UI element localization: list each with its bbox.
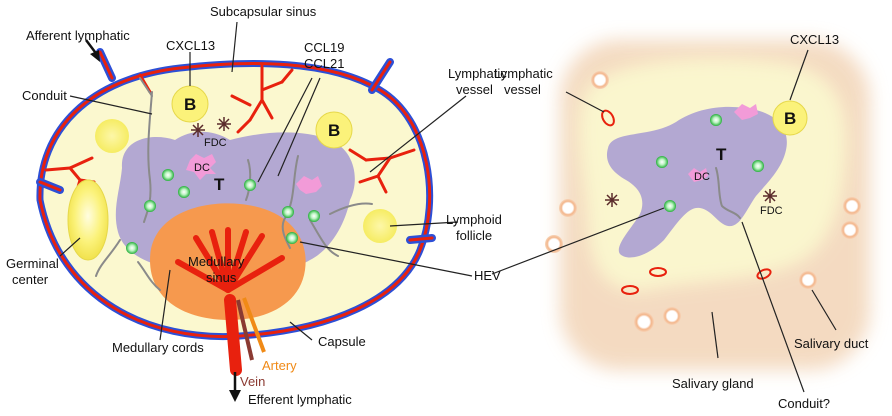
label-salivary-gland: Salivary gland bbox=[672, 376, 754, 391]
label-efferent-lymphatic: Efferent lymphatic bbox=[248, 392, 352, 407]
hev-cells-gland bbox=[656, 114, 764, 212]
efferent-vessels bbox=[224, 294, 266, 376]
efferent-arrow-icon bbox=[229, 372, 241, 402]
b-follicle-right bbox=[315, 111, 353, 149]
label-germinal-center-1: Germinal bbox=[6, 256, 59, 271]
t-zone-right bbox=[606, 106, 787, 258]
leader-lines-right bbox=[491, 49, 837, 393]
leader-lines-left bbox=[59, 21, 473, 341]
label-capsule: Capsule bbox=[318, 334, 366, 349]
label-germinal-center-2: center bbox=[12, 272, 49, 287]
label-ccl19: CCL19 bbox=[304, 40, 344, 55]
label-lymphatic-vessel-left-1: Lymphatic bbox=[448, 66, 507, 81]
label-dc-left: DC bbox=[194, 162, 210, 174]
label-salivary-duct: Salivary duct bbox=[794, 336, 869, 351]
label-fdc-gland: FDC bbox=[760, 205, 783, 217]
label-medullary-sinus-1: Medullary bbox=[188, 254, 245, 269]
label-fdc-left: FDC bbox=[204, 137, 227, 149]
label-medullary-cords: Medullary cords bbox=[112, 340, 204, 355]
label-conduit-question: Conduit? bbox=[778, 396, 830, 411]
germinal-center bbox=[67, 179, 109, 261]
sinus-branches bbox=[44, 64, 416, 196]
lymphoid-follicle bbox=[363, 209, 397, 243]
conduit-gland bbox=[715, 167, 741, 219]
gland-lymphatic-vessels bbox=[601, 109, 772, 295]
afferent-arrow-icon bbox=[85, 39, 100, 62]
label-conduit: Conduit bbox=[22, 88, 67, 103]
dc-cell-icon bbox=[186, 154, 322, 194]
label-b-top: B bbox=[184, 95, 196, 114]
label-hev: HEV bbox=[474, 268, 501, 283]
label-b-gland: B bbox=[784, 109, 796, 128]
fdc-star-icon bbox=[191, 117, 231, 137]
label-cxcl13-left: CXCL13 bbox=[166, 38, 215, 53]
label-lymphoid-follicle-1: Lymphoid bbox=[446, 212, 502, 227]
lymph-node-panel: Afferent lymphatic Subcapsular sinus CXC… bbox=[6, 4, 507, 407]
label-artery: Artery bbox=[262, 358, 297, 373]
fdc-star-gland-icon bbox=[605, 189, 777, 207]
label-ccl21: CCL21 bbox=[304, 56, 344, 71]
label-afferent-lymphatic: Afferent lymphatic bbox=[26, 28, 130, 43]
label-dc-gland: DC bbox=[694, 171, 710, 183]
label-lymphatic-vessel-left-2: vessel bbox=[456, 82, 493, 97]
label-lymphatic-vessel-right-2: vessel bbox=[504, 82, 541, 97]
label-b-right: B bbox=[328, 121, 340, 140]
label-cxcl13-right: CXCL13 bbox=[790, 32, 839, 47]
medullary-sinus bbox=[175, 227, 285, 293]
label-lymphatic-vessel-right-1: Lymphatic bbox=[494, 66, 553, 81]
label-lymphoid-follicle-2: follicle bbox=[456, 228, 492, 243]
label-subcapsular-sinus: Subcapsular sinus bbox=[210, 4, 317, 19]
follicle-left-top bbox=[95, 119, 129, 153]
label-medullary-sinus-2: sinus bbox=[206, 270, 237, 285]
hev-cells bbox=[126, 169, 320, 254]
artery-vessel bbox=[242, 297, 266, 353]
subcapsular-sinus-line bbox=[38, 61, 432, 339]
afferent-lymphatic-vessel bbox=[36, 48, 436, 244]
salivary-ducts bbox=[545, 71, 861, 332]
b-follicle-gland bbox=[772, 100, 808, 136]
dc-cell-gland-icon bbox=[688, 104, 758, 182]
salivary-gland-panel: Lymphatic vessel CXCL13 B T DC FDC Saliv… bbox=[491, 32, 870, 411]
vein-vessel bbox=[236, 299, 254, 361]
label-vein: Vein bbox=[240, 374, 265, 389]
label-t-zone-gland: T bbox=[716, 145, 727, 164]
label-t-zone-left: T bbox=[214, 175, 225, 194]
